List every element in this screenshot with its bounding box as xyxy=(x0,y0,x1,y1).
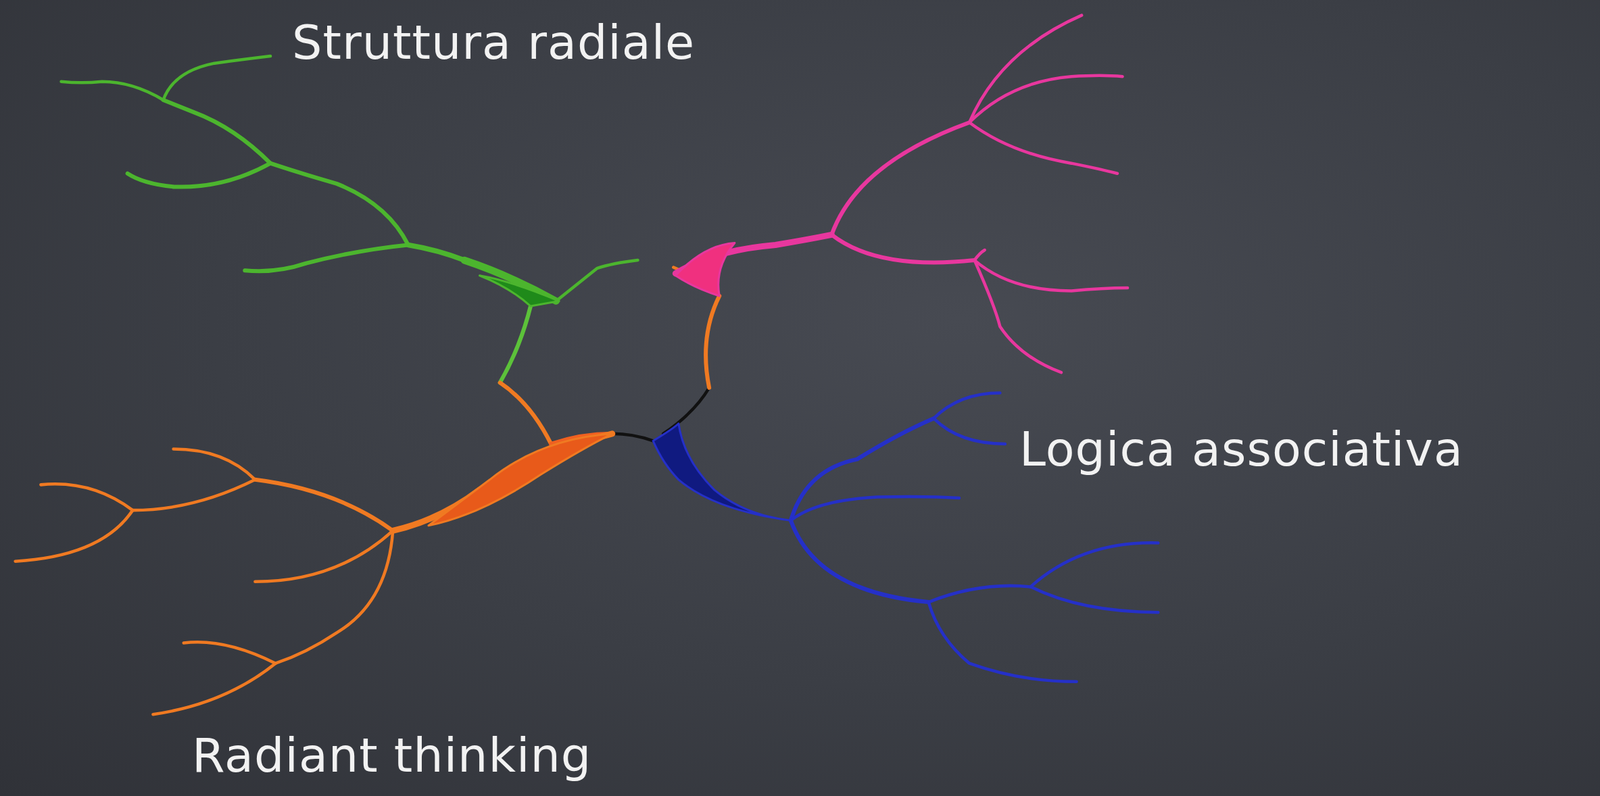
branch-label: Logica associativa xyxy=(1019,425,1464,474)
orange-branch xyxy=(15,433,613,715)
branch-label: Struttura radiale xyxy=(292,18,695,67)
green-branch xyxy=(61,56,639,307)
branch-label: Radiant thinking xyxy=(191,732,592,780)
pink-branch xyxy=(675,15,1128,374)
